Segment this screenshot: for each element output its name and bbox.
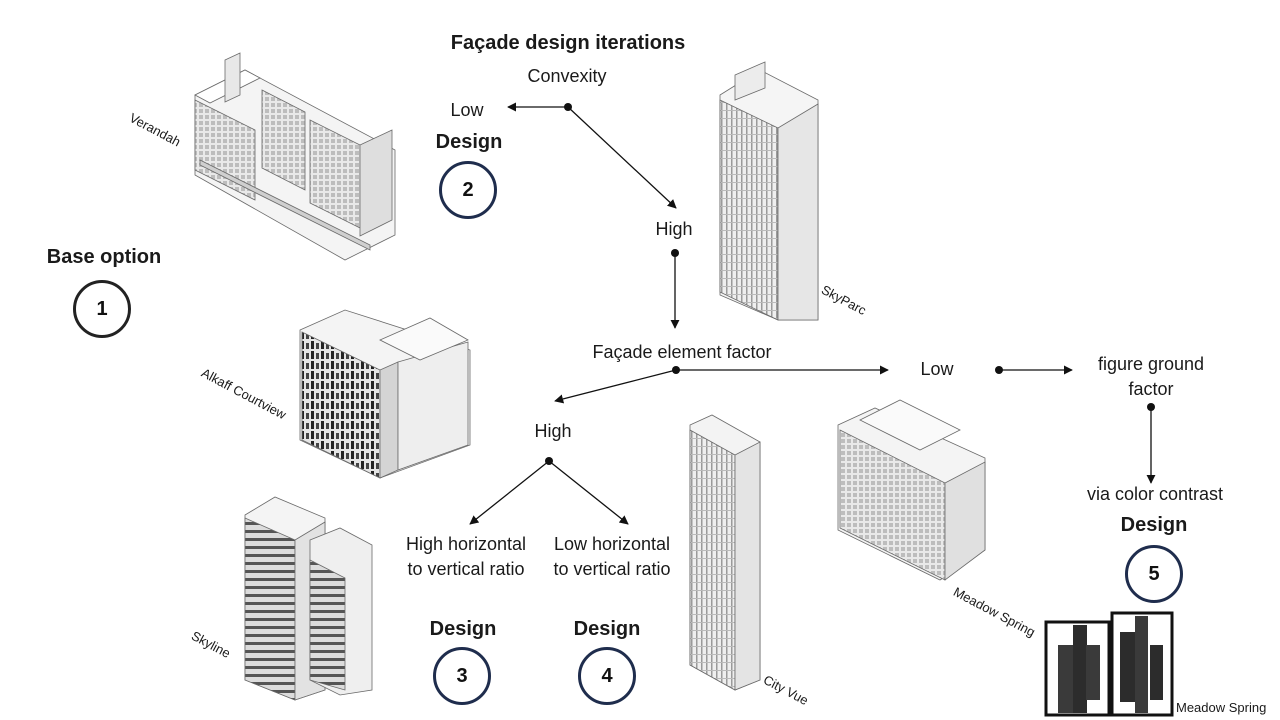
design-circle-1: 1 (73, 280, 131, 338)
meadow-spring-plan-label: Meadow Spring (1176, 700, 1267, 715)
design-2-heading: Design (435, 131, 503, 153)
skyline-building (244, 496, 373, 701)
meadow-spring-building (837, 399, 986, 581)
design-number-3: 3 (456, 664, 468, 687)
base-option-heading: Base option (46, 246, 162, 268)
arrow-to-high-ratio (469, 460, 550, 525)
figure-ground-factor-label: figure ground factor (1097, 354, 1205, 399)
design-4-heading: Design (573, 618, 641, 640)
facade-high-label: High (534, 421, 572, 441)
via-color-contrast-label: via color contrast (1086, 484, 1224, 504)
convexity-low-label: Low (450, 100, 484, 120)
arrow-to-high-facade (554, 369, 677, 404)
verandah-building (194, 52, 396, 261)
convexity-high-label: High (655, 219, 693, 239)
design-circle-2: 2 (439, 161, 497, 219)
low-ratio-label: Low horizontal to vertical ratio (553, 534, 671, 579)
city-vue-building (689, 414, 761, 691)
high-ratio-label: High horizontal to vertical ratio (405, 534, 527, 579)
facade-low-label: Low (920, 359, 954, 379)
alkaff-building (299, 309, 471, 479)
design-3-heading: Design (429, 618, 497, 640)
design-number-4: 4 (601, 664, 613, 687)
meadow-spring-plan (1044, 611, 1174, 717)
design-number-5: 5 (1148, 562, 1160, 585)
facade-element-factor-label: Façade element factor (592, 342, 772, 362)
arrow-to-low-ratio (548, 460, 629, 525)
design-number-2: 2 (462, 178, 474, 201)
skyparc-building (719, 61, 819, 321)
design-number-1: 1 (96, 297, 108, 320)
design-circle-5: 5 (1125, 545, 1183, 603)
design-5-heading: Design (1120, 514, 1188, 536)
page-title: Façade design iterations (450, 32, 686, 54)
arrow-to-high-convexity (567, 106, 677, 209)
flow-arrows (469, 102, 1156, 525)
convexity-label: Convexity (527, 66, 607, 86)
design-circle-3: 3 (433, 647, 491, 705)
flow-nodes (545, 103, 1155, 465)
design-circle-4: 4 (578, 647, 636, 705)
